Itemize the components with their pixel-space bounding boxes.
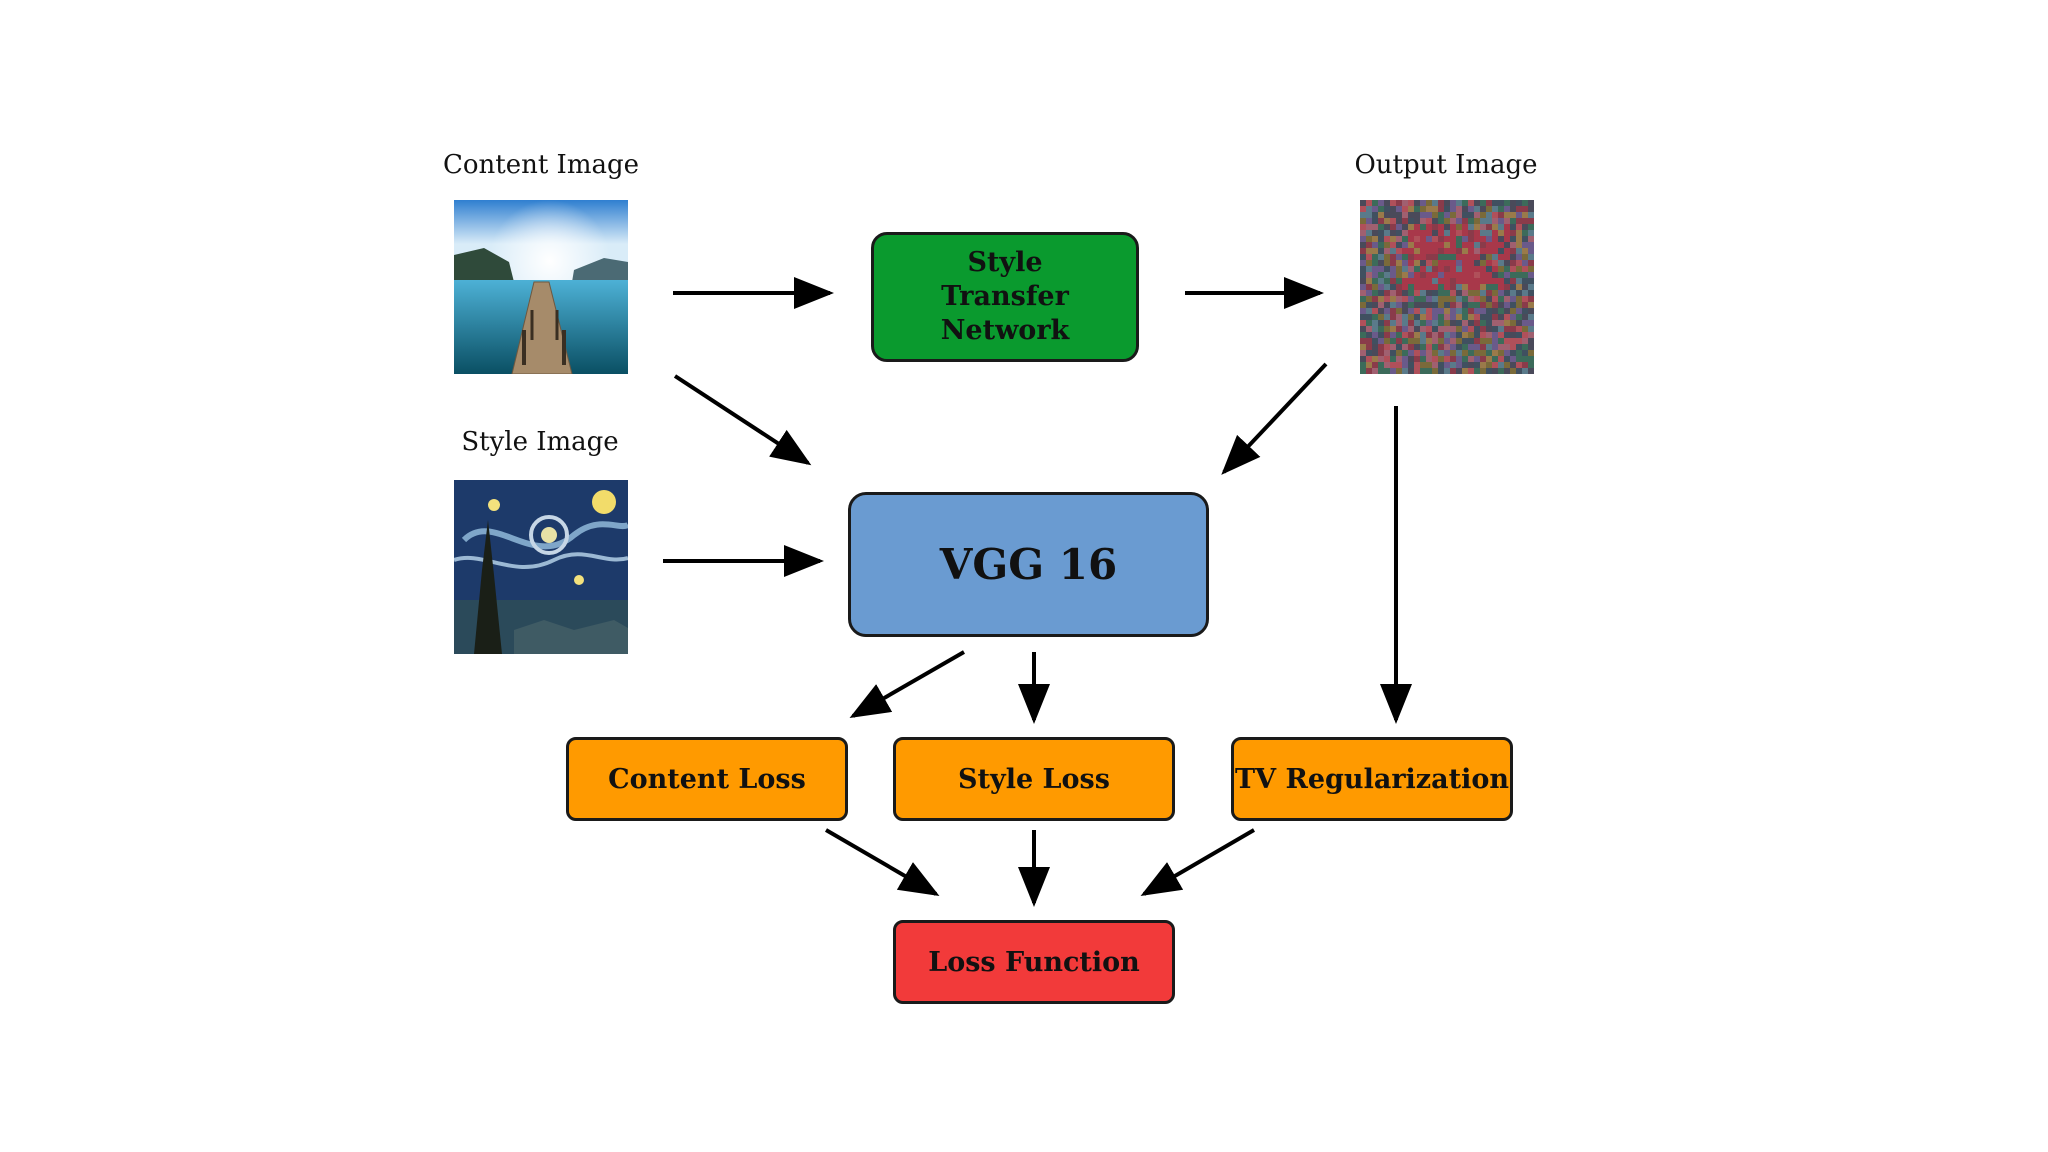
content-loss-label: Content Loss — [608, 763, 806, 795]
style-image-label: Style Image — [461, 427, 619, 457]
arrow-vgg-to-content-loss — [849, 650, 965, 718]
style-transfer-network-box: Style Transfer Network — [871, 232, 1139, 362]
style-loss-box: Style Loss — [893, 737, 1175, 821]
style-image-thumbnail — [454, 480, 628, 654]
arrow-tv-to-loss-function — [1140, 828, 1256, 897]
tv-regularization-box: TV Regularization — [1231, 737, 1513, 821]
style-transfer-network-label: Style Transfer Network — [940, 247, 1070, 346]
arrow-content-loss-to-loss-function — [824, 828, 940, 897]
arrow-content-to-vgg — [673, 374, 812, 466]
content-image-label: Content Image — [442, 150, 640, 180]
style-loss-label: Style Loss — [958, 763, 1110, 795]
vgg16-box: VGG 16 — [848, 492, 1209, 637]
tv-regularization-label: TV Regularization — [1235, 763, 1509, 795]
loss-function-box: Loss Function — [893, 920, 1175, 1004]
arrow-output-to-vgg — [1221, 362, 1328, 475]
output-image-thumbnail — [1360, 200, 1534, 374]
content-image-thumbnail — [454, 200, 628, 374]
output-image-label: Output Image — [1354, 150, 1538, 180]
loss-function-label: Loss Function — [928, 946, 1140, 978]
vgg16-label: VGG 16 — [939, 540, 1118, 589]
content-loss-box: Content Loss — [566, 737, 848, 821]
